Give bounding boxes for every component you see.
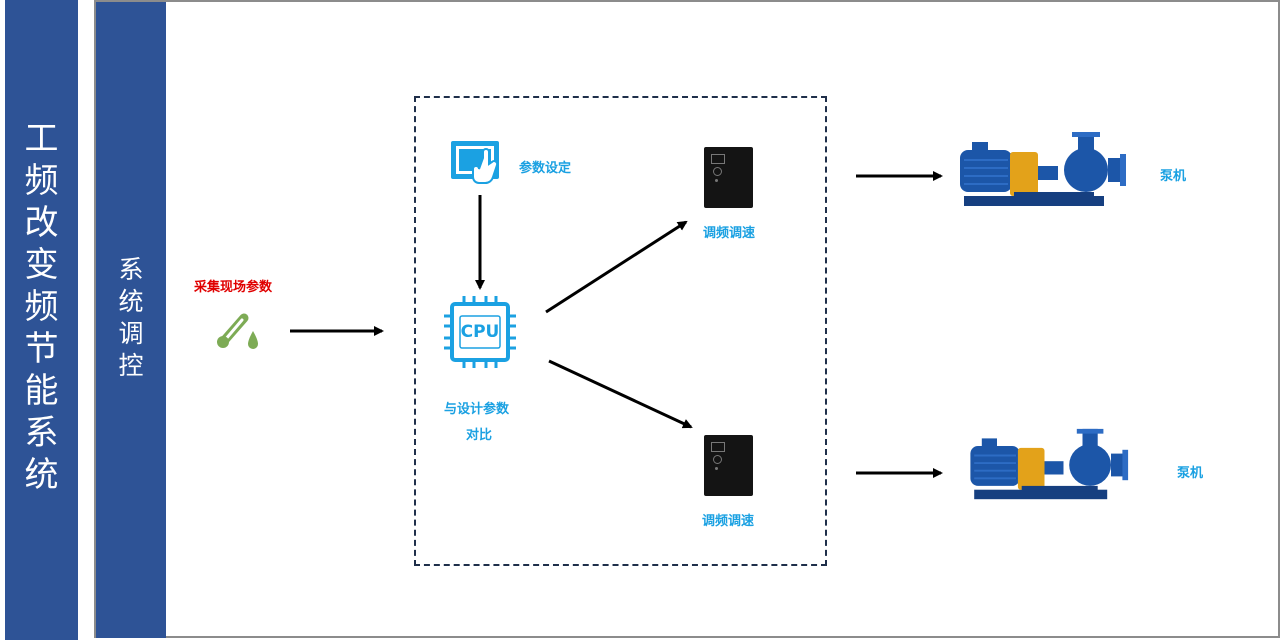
side-label-band: 系 统 调 控 (96, 2, 166, 638)
arrow-cpu-to-vfd-top (545, 220, 688, 314)
inverter-icon (704, 147, 753, 208)
vfd-bottom-label: 调频调速 (702, 514, 755, 529)
touchscreen-icon (451, 141, 499, 184)
vertical-title: 工 频 改 变 频 节 能 系 统 (24, 119, 59, 495)
param-set-label: 参数设定 (519, 161, 572, 176)
pump-top-label: 泵机 (1160, 169, 1187, 184)
diagram-panel (94, 0, 1280, 638)
control-box (414, 96, 827, 566)
arrow-cpu-to-vfd-bottom (548, 359, 693, 429)
inverter-icon (704, 435, 753, 496)
collect-label: 采集现场参数 (194, 280, 273, 295)
left-title-band: 工 频 改 变 频 节 能 系 统 (5, 0, 78, 640)
cpu-chip-text: CPU (460, 322, 500, 342)
vfd-top-label: 调频调速 (703, 226, 756, 241)
pump-icon (970, 428, 1129, 500)
pump-bottom-label: 泵机 (1177, 466, 1204, 481)
side-label: 系 统 调 控 (118, 255, 144, 380)
compare-label-line1: 与设计参数 (444, 402, 510, 417)
compare-label-line2: 对比 (466, 428, 493, 443)
cpu-chip-icon: CPU (440, 292, 520, 372)
pump-icon (960, 132, 1126, 206)
sensor-probe-icon (217, 313, 258, 349)
